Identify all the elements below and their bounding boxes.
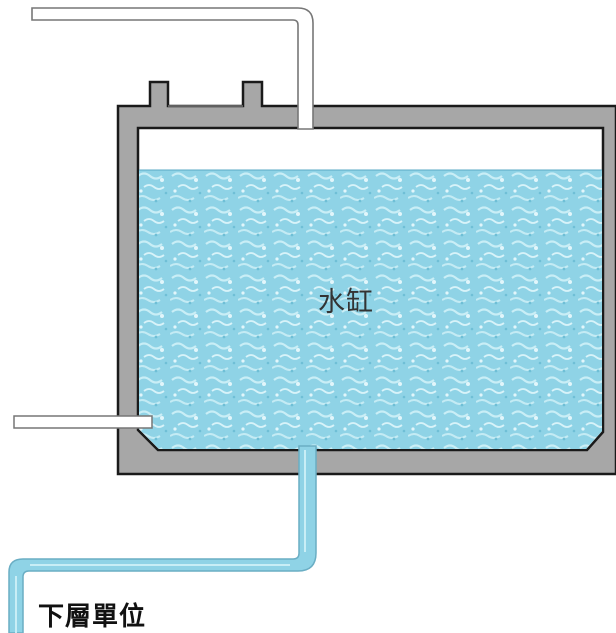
lower-unit-label: 下層單位 bbox=[38, 602, 147, 632]
inlet-pipe bbox=[31, 7, 314, 130]
water-body bbox=[139, 170, 602, 449]
tank-label: 水缸 bbox=[318, 287, 374, 318]
outlet-pipe bbox=[8, 445, 317, 633]
outlet-pipe-highlight bbox=[15, 450, 306, 633]
overflow-pipe bbox=[13, 415, 153, 429]
